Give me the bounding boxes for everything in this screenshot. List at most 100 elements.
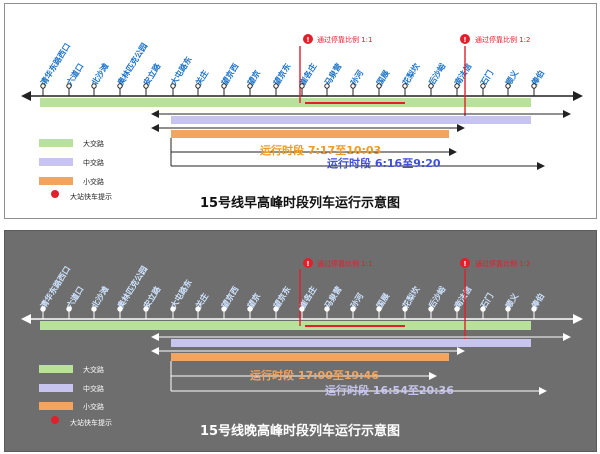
morning-purple-bar (171, 116, 531, 124)
station-dot (247, 306, 253, 312)
station-dot (221, 83, 227, 89)
svg-text:!: ! (306, 36, 309, 44)
evening-legend: 大交路 中交路 小交路 大站快车提示 (39, 365, 112, 427)
station-dot (299, 83, 305, 89)
morning-purple-line (151, 110, 571, 124)
station-dot (40, 306, 46, 312)
morning-station-labels: 清华东路西口六道口北沙滩奥林匹克公园安立路大屯路东关庄望京西望京望京东崔各庄马泉… (38, 41, 546, 88)
station-dot (117, 83, 123, 89)
station-label: 望京西 (219, 61, 240, 87)
morning-orange-time: 运行时段 7:17至10:03 (260, 143, 381, 157)
evening-orange-bar (171, 353, 449, 361)
station-label: 望京西 (219, 284, 240, 310)
station-label: 南法信 (452, 284, 473, 310)
svg-text:!: ! (306, 260, 309, 268)
station-label: 马泉营 (322, 61, 343, 87)
station-dot (376, 306, 382, 312)
legend-label-purple: 中交路 (83, 158, 104, 167)
station-label: 大屯路东 (168, 278, 193, 310)
station-label: 顺义 (503, 67, 520, 87)
station-dot (454, 306, 460, 312)
station-label: 俸伯 (529, 68, 546, 88)
station-label: 孙河 (348, 68, 365, 87)
station-label: 大屯路东 (168, 55, 193, 87)
station-dot (350, 306, 356, 312)
station-dot (40, 83, 46, 89)
legend-swatch-green (39, 365, 73, 373)
evening-note-1: ! 通过停靠比例 1:1 (303, 258, 373, 268)
morning-diagram: 清华东路西口六道口北沙滩奥林匹克公园安立路大屯路东关庄望京西望京望京东崔各庄马泉… (21, 34, 583, 211)
station-label: 孙河 (348, 291, 365, 310)
station-label: 安立路 (141, 284, 163, 311)
station-label: 南法信 (452, 61, 473, 87)
morning-legend: 大交路 中交路 小交路 大站快车提示 (39, 139, 112, 201)
legend-label-green: 大交路 (83, 139, 104, 148)
station-label: 顺义 (503, 290, 520, 310)
station-dot (117, 306, 123, 312)
station-label: 俸伯 (529, 291, 546, 311)
station-label: 北沙滩 (89, 61, 110, 87)
evening-note-2: ! 通过停靠比例 1:2 (460, 258, 531, 268)
evening-panel: 清华东路西口六道口北沙滩奥林匹克公园安立路大屯路东关庄望京西望京望京东崔各庄马泉… (4, 230, 597, 452)
morning-orange-line (151, 124, 465, 138)
station-label: 国展 (374, 68, 391, 87)
station-dot (273, 83, 279, 89)
station-dot (402, 83, 408, 89)
station-dot (531, 83, 537, 89)
evening-title: 15号线晚高峰时段列车运行示意图 (200, 423, 400, 439)
evening-note-1-text: 通过停靠比例 1:1 (317, 259, 373, 268)
station-label: 六道口 (64, 61, 85, 87)
station-dot (505, 83, 511, 89)
legend-label-orange: 小交路 (83, 177, 104, 186)
station-label: 望京东 (271, 284, 292, 310)
legend-label-purple: 中交路 (83, 384, 104, 393)
evening-station-labels: 清华东路西口六道口北沙滩奥林匹克公园安立路大屯路东关庄望京西望京望京东崔各庄马泉… (38, 264, 546, 311)
morning-skip-stop-1 (299, 46, 405, 104)
station-label: 六道口 (64, 284, 85, 310)
evening-green-bar (40, 321, 531, 330)
svg-text:!: ! (463, 36, 466, 44)
evening-skip-stop-1 (299, 269, 405, 327)
evening-purple-bar (171, 339, 531, 347)
legend-label-green: 大交路 (83, 365, 104, 374)
station-dot (505, 306, 511, 312)
legend-swatch-purple (39, 158, 73, 166)
station-label: 安立路 (141, 61, 163, 88)
station-dot (299, 306, 305, 312)
station-dot (324, 83, 330, 89)
station-dot (454, 83, 460, 89)
morning-green-bar (40, 98, 531, 107)
morning-note-2-text: 通过停靠比例 1:2 (475, 35, 531, 44)
station-dot (91, 306, 97, 312)
station-dot (273, 306, 279, 312)
station-dot (143, 83, 149, 89)
station-label: 关庄 (193, 291, 210, 310)
station-dot (195, 306, 201, 312)
station-dot (66, 83, 72, 89)
station-label: 后沙峪 (426, 61, 448, 88)
station-dot (170, 83, 176, 89)
station-label: 北沙滩 (89, 284, 110, 310)
legend-label-alert: 大站快车提示 (70, 192, 112, 201)
morning-title: 15号线早高峰时段列车运行示意图 (200, 195, 400, 211)
morning-main-arrow-left (21, 91, 31, 101)
station-label: 望京 (245, 68, 262, 87)
evening-diagram: 清华东路西口六道口北沙滩奥林匹克公园安立路大屯路东关庄望京西望京望京东崔各庄马泉… (21, 258, 583, 439)
evening-purple-line (151, 333, 571, 347)
station-dot (195, 83, 201, 89)
evening-purple-time: 运行时段 16:54至20:36 (325, 383, 454, 397)
station-dot (91, 83, 97, 89)
station-dot (376, 83, 382, 89)
station-label: 望京 (245, 291, 262, 310)
morning-purple-time: 运行时段 6:16至9:20 (327, 156, 441, 170)
alert-icon (303, 34, 313, 44)
station-label: 石门 (478, 68, 495, 88)
alert-icon (51, 416, 59, 424)
alert-icon (303, 258, 313, 268)
legend-swatch-orange (39, 402, 73, 410)
station-dot (324, 306, 330, 312)
alert-icon (51, 190, 59, 198)
evening-orange-line (151, 347, 465, 361)
station-dot (170, 306, 176, 312)
